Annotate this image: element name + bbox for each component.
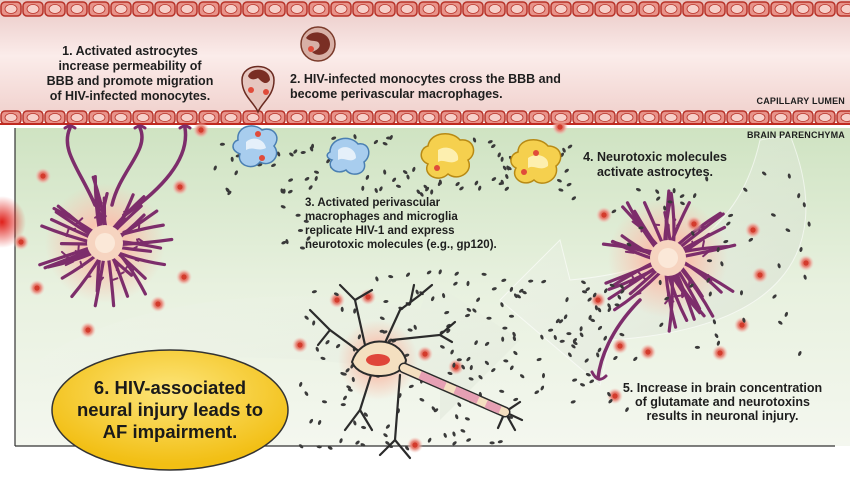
neuron: [308, 283, 524, 460]
outcome-callout: [51, 349, 289, 471]
monocyte-crossing: [241, 65, 275, 115]
flow-arrow-right: [499, 134, 807, 386]
step-6-label: 6. HIV-associated neural injury leads to…: [76, 377, 264, 442]
endothelium-top: [0, 1, 850, 17]
capillary-lumen-label: CAPILLARY LUMEN: [756, 96, 845, 106]
step-3-label: 3. Activated perivascular macrophages an…: [305, 197, 497, 251]
microglia-yellow-2: [510, 139, 562, 184]
microglia-yellow-1: [420, 133, 475, 179]
astrocyte-left: [38, 124, 192, 308]
brain-parenchyma-label: BRAIN PARENCHYMA: [746, 130, 845, 140]
monocyte-lumen: [300, 26, 336, 62]
step-1-label: 1. Activated astrocytes increase permeab…: [46, 44, 214, 103]
flow-arrow-bottom: [40, 280, 520, 420]
neurotoxin-particles: [213, 134, 811, 451]
step-2-label: 2. HIV-infected monocytes cross the BBB …: [290, 72, 561, 101]
step-4-label: 4. Neurotoxic molecules activate astrocy…: [583, 150, 727, 179]
perivascular-macrophage: [232, 125, 278, 168]
macrophage-blue-2: [326, 137, 370, 175]
capillary-lumen: [0, 0, 850, 112]
step-5-label: 5. Increase in brain concentration of gl…: [622, 381, 823, 423]
endothelium-bottom: [0, 110, 850, 125]
